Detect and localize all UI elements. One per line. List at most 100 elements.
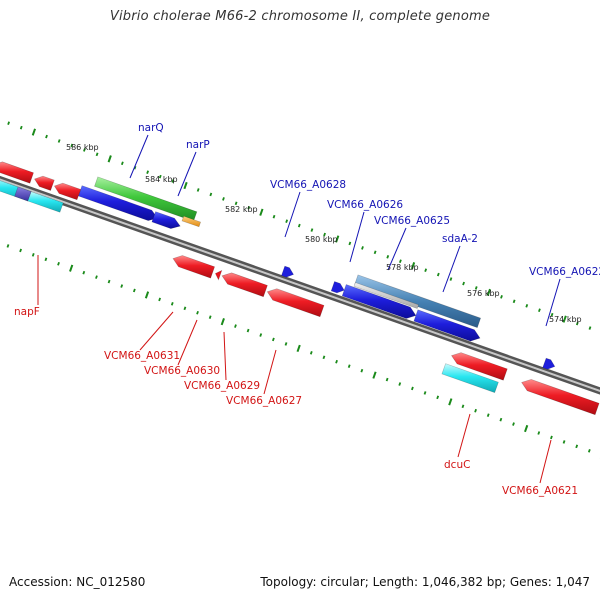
bottom-scale-tick — [6, 244, 10, 248]
bottom-scale-tick — [107, 279, 111, 284]
accession-text: Accession: NC_012580 — [9, 575, 146, 589]
bottom-scale-tick — [436, 395, 440, 400]
scale-label-578: 578 kbp — [386, 263, 419, 272]
dcuC-gene-arrow — [441, 363, 499, 393]
bottom-scale-tick — [120, 284, 124, 288]
top-scale-tick — [222, 197, 225, 201]
top-scale-tick — [57, 139, 61, 143]
top-scale-tick — [335, 235, 340, 243]
bottom-scale-tick — [183, 306, 187, 311]
top-scale-tick — [538, 308, 541, 313]
top-scale-tick — [133, 165, 137, 170]
gene-label-VCM66_A0621: VCM66_A0621 — [502, 485, 578, 497]
bottom-scale-tick — [537, 431, 541, 435]
bottom-scale-tick — [499, 417, 503, 422]
bottom-scale-tick — [360, 368, 364, 373]
bottom-scale-tick — [95, 275, 98, 279]
top-scale-tick — [449, 277, 453, 281]
gene-label-VCM66_A0630: VCM66_A0630 — [144, 365, 220, 377]
top-scale-tick — [462, 281, 465, 286]
VCM66_A0631-gene-arrow — [172, 255, 215, 279]
leader-line-VCM66_A0629 — [223, 331, 227, 381]
top-scale-tick — [297, 223, 301, 228]
top-scale-tick — [259, 208, 264, 216]
leader-line-VCM66_A0627 — [263, 349, 277, 395]
bottom-scale-tick — [158, 297, 162, 302]
top-scale-tick — [486, 288, 491, 297]
bottom-scale-tick — [474, 408, 477, 413]
bottom-scale-tick — [512, 422, 515, 426]
top-scale-tick — [436, 272, 440, 277]
leader-line-narP — [177, 151, 197, 197]
bottom-scale-tick — [335, 359, 338, 364]
leader-line-VCM66_A0621 — [539, 439, 552, 484]
bottom-scale-tick — [309, 351, 313, 355]
top-scale-tick — [474, 286, 478, 290]
genome-summary-text: Topology: circular; Length: 1,046,382 bp… — [260, 575, 590, 589]
leader-line-VCM66_A0631 — [139, 311, 174, 351]
bottom-scale-tick — [57, 261, 60, 266]
napF-cyan-feature-2 — [27, 191, 64, 213]
label-leader-lines — [37, 134, 561, 484]
top-scale-tick — [247, 205, 251, 210]
scale-label-580: 580 kbp — [305, 235, 338, 244]
bottom-scale-tick — [486, 413, 490, 417]
bottom-scale-tick — [398, 382, 402, 386]
top-scale-tick — [373, 250, 377, 255]
map-title: Vibrio cholerae M66-2 chromosome II, com… — [109, 9, 491, 24]
bottom-scale-tick — [347, 364, 351, 369]
bottom-scale-tick — [234, 324, 237, 328]
top-scale-tick — [146, 170, 150, 174]
top-scale-tick — [588, 326, 592, 330]
gene-label-narQ: narQ — [138, 122, 164, 134]
bottom-scale-tick — [19, 248, 22, 253]
gene-label-VCM66_A0627: VCM66_A0627 — [226, 395, 302, 407]
leader-line-sdaA-2 — [442, 245, 461, 293]
dcuC-red-feature-arrow — [451, 352, 508, 381]
top-scale-tick — [424, 268, 428, 272]
gene-features — [0, 161, 600, 416]
top-scale-tick — [410, 262, 416, 270]
gene-label-sdaA-2: sdaA-2 — [442, 233, 478, 245]
VCM66_A0622-gene-arrow — [542, 357, 556, 370]
bottom-scale-tick — [170, 302, 174, 306]
bottom-scale-tick — [322, 355, 326, 360]
bottom-scale-tick — [69, 264, 74, 272]
top-scale-tick — [234, 201, 238, 206]
bottom-scale-tick — [411, 386, 414, 391]
leader-line-narQ — [129, 134, 149, 179]
top-scale-tick — [348, 241, 352, 246]
chromosome-backbone — [0, 175, 600, 395]
leader-line-VCM66_A0625 — [387, 227, 407, 271]
top-scale-tick — [158, 174, 162, 179]
top-scale-tick — [107, 155, 112, 163]
top-scale-tick — [70, 143, 74, 148]
bottom-scale-tick — [284, 342, 288, 346]
leader-line-VCM66_A0628 — [284, 191, 301, 238]
top-scale-tick — [500, 295, 503, 299]
leader-line-VCM66_A0630 — [177, 319, 198, 366]
top-strand-gene-labels: narQ narP VCM66_A0628 VCM66_A0626 VCM66_… — [138, 122, 600, 278]
top-scale-tick — [512, 299, 516, 304]
narP-blue-feature-arrow — [151, 211, 181, 229]
top-scale-tick — [272, 214, 276, 219]
bottom-scale-tick — [82, 270, 86, 275]
gene-label-VCM66_A0625: VCM66_A0625 — [374, 215, 450, 227]
bottom-scale-tick — [448, 398, 453, 406]
top-scale-tick — [45, 134, 48, 139]
scale-labels: 586 kbp 584 kbp 582 kbp 580 kbp 578 kbp … — [66, 143, 582, 324]
top-scale-tick — [310, 228, 314, 232]
bottom-scale-tick — [372, 371, 377, 379]
gene-label-napF: napF — [14, 306, 40, 318]
VCM66_A0630-gene-arrow — [214, 269, 223, 281]
top-scale-tick — [386, 254, 390, 259]
top-scale-tick — [171, 179, 175, 183]
napF-red-feature-arrow-3 — [53, 182, 82, 201]
scale-label-584: 584 kbp — [145, 175, 178, 184]
gene-label-VCM66_A0628: VCM66_A0628 — [270, 179, 346, 191]
bottom-scale-tick — [524, 424, 529, 433]
scale-ticks — [6, 121, 600, 459]
gene-label-narP: narP — [186, 139, 210, 151]
